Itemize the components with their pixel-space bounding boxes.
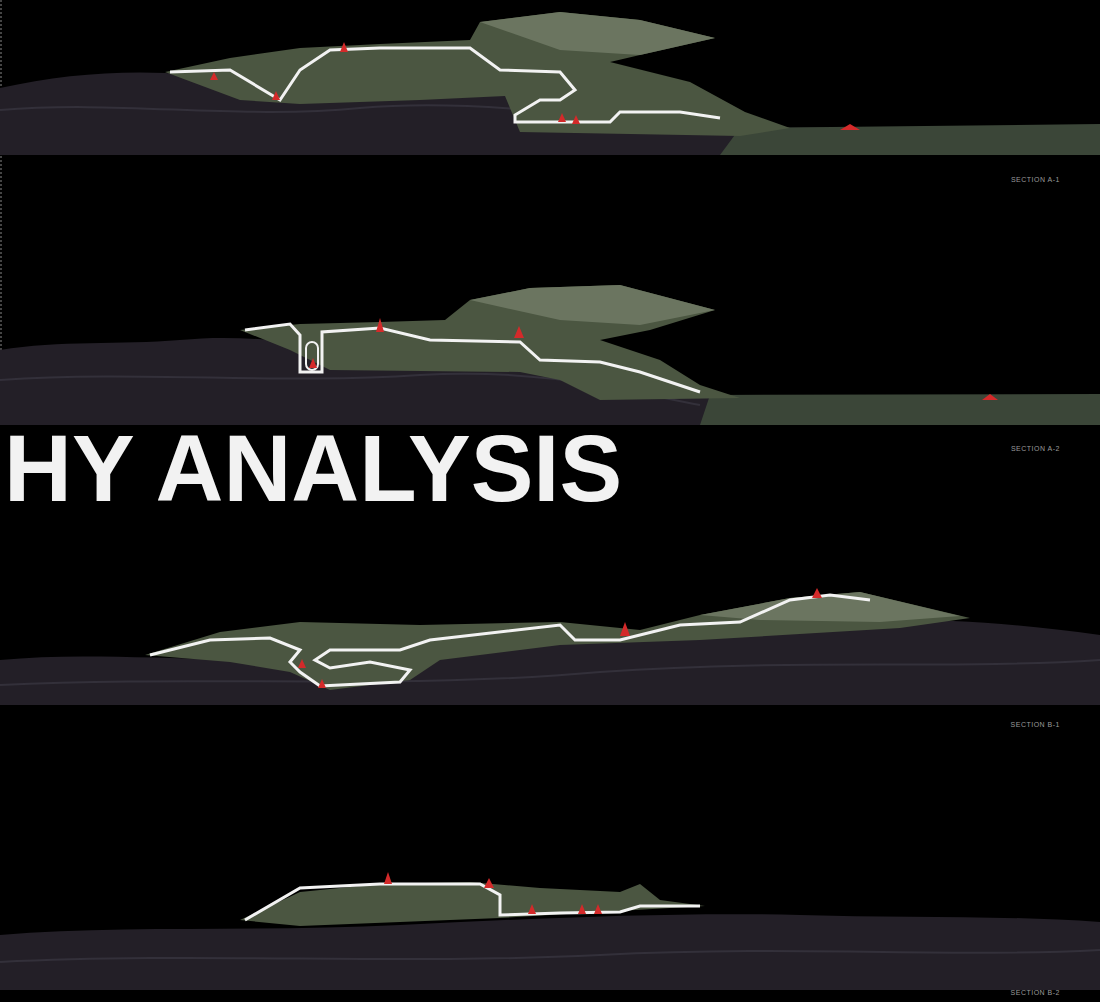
title-holder: HY ANALYSIS [4, 422, 622, 516]
section-label: SECTION B-1 [1011, 721, 1060, 728]
section-label: SECTION B-2 [1011, 989, 1060, 996]
section-label: SECTION A-1 [1011, 176, 1060, 183]
section-strip [0, 12, 1100, 155]
title-heading: HY ANALYSIS [4, 416, 622, 521]
label-holder: SECTION A-2 [1011, 437, 1060, 455]
label-holder: SECTION A-1 [1011, 168, 1060, 186]
section-strip [0, 872, 1100, 990]
section-strip [0, 285, 1100, 425]
section-label: SECTION A-2 [1011, 445, 1060, 452]
label-holder: SECTION B-1 [1011, 713, 1060, 731]
section-strip [0, 588, 1100, 705]
label-holder: SECTION B-2 [1011, 981, 1060, 999]
